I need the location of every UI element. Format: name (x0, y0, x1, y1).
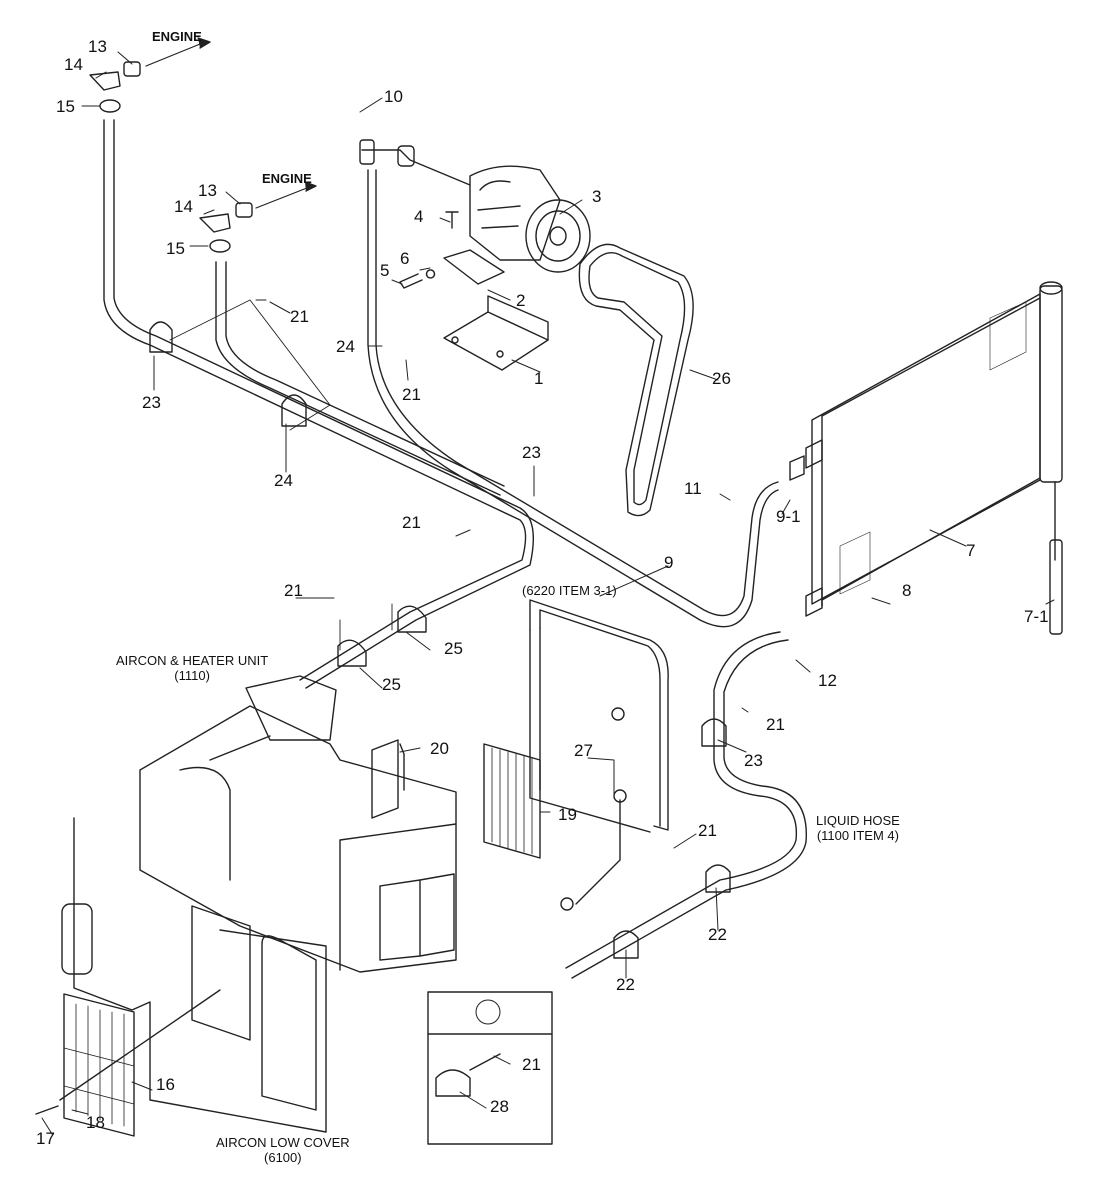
cabin-filter (483, 743, 541, 859)
leader-lines (41, 51, 1055, 1135)
callout-17: 17 (36, 1129, 55, 1148)
callout-22: 22 (708, 925, 727, 944)
callout-15: 15 (56, 97, 75, 116)
hose-clamps (149, 299, 427, 667)
callout-21: 21 (290, 307, 309, 326)
aircon-heater-unit (139, 675, 457, 973)
callout-13: 13 (88, 37, 107, 56)
compressor-bracket (399, 211, 549, 371)
engine-label: ENGINE (152, 29, 202, 44)
callout-2: 2 (516, 291, 526, 310)
callout-26: 26 (712, 369, 731, 388)
aircon-heater-label: AIRCON & HEATER UNIT (1110) (116, 653, 269, 684)
low-cover-ref: (6100) (264, 1149, 302, 1165)
callout-25: 25 (444, 639, 463, 658)
callout-14: 14 (64, 55, 83, 74)
drive-belt (578, 243, 694, 517)
callout-28: 28 (490, 1097, 509, 1116)
ref-6220-label: (6220 ITEM 3-1) (522, 583, 617, 598)
air-grille (35, 989, 221, 1137)
callout-20: 20 (430, 739, 449, 758)
callout-21: 21 (284, 581, 303, 600)
liquid-hose (565, 631, 807, 979)
callout-25: 25 (382, 675, 401, 694)
aircon-heater-title: AIRCON & HEATER UNIT (116, 653, 269, 668)
aircon-heater-ref: (1110) (174, 667, 210, 683)
callout-18: 18 (86, 1113, 105, 1132)
callout-9: 9 (664, 553, 674, 572)
callout-19: 19 (558, 805, 577, 824)
callout-8: 8 (902, 581, 912, 600)
callout-27: 27 (574, 741, 593, 760)
callout-21: 21 (766, 715, 785, 734)
callout-14: 14 (174, 197, 193, 216)
refrigerant-hose-9 (359, 139, 779, 628)
liquid-hose-ref: (1100 ITEM 4) (816, 827, 899, 843)
callout-7-1: 7-1 (1024, 607, 1049, 626)
callout-21: 21 (402, 385, 421, 404)
callout-24: 24 (336, 337, 355, 356)
engine-label: ENGINE (262, 171, 312, 186)
callout-11: 11 (684, 479, 702, 498)
filter-frame (529, 599, 669, 911)
callout-21: 21 (698, 821, 717, 840)
callout-23: 23 (522, 443, 541, 462)
callout-5: 5 (380, 261, 390, 280)
callout-6: 6 (400, 249, 410, 268)
callout-7: 7 (966, 541, 976, 560)
engine-fitting-middle (199, 181, 317, 253)
callout-4: 4 (414, 207, 424, 226)
callout-12: 12 (818, 671, 837, 690)
heater-hose-upper (103, 119, 535, 689)
callout-21: 21 (522, 1055, 541, 1074)
callout-22: 22 (616, 975, 635, 994)
liquid-hose-title: LIQUID HOSE (816, 813, 900, 828)
callout-24: 24 (274, 471, 293, 490)
aircon-low-cover (61, 817, 327, 1133)
compressor (469, 165, 591, 273)
condenser (789, 281, 1063, 635)
callout-1: 1 (534, 369, 544, 388)
low-cover-label: AIRCON LOW COVER (6100) (216, 1135, 350, 1166)
callout-9-1: 9-1 (776, 507, 801, 526)
callout-21: 21 (402, 513, 421, 532)
callout-13: 13 (198, 181, 217, 200)
callout-3: 3 (592, 187, 602, 206)
callout-16: 16 (156, 1075, 175, 1094)
engine-fitting-upper (89, 37, 211, 113)
liquid-hose-label: LIQUID HOSE (1100 ITEM 4) (816, 813, 900, 844)
callout-23: 23 (142, 393, 161, 412)
low-cover-title: AIRCON LOW COVER (216, 1135, 350, 1150)
callout-23: 23 (744, 751, 763, 770)
callout-10: 10 (384, 87, 403, 106)
callout-15: 15 (166, 239, 185, 258)
